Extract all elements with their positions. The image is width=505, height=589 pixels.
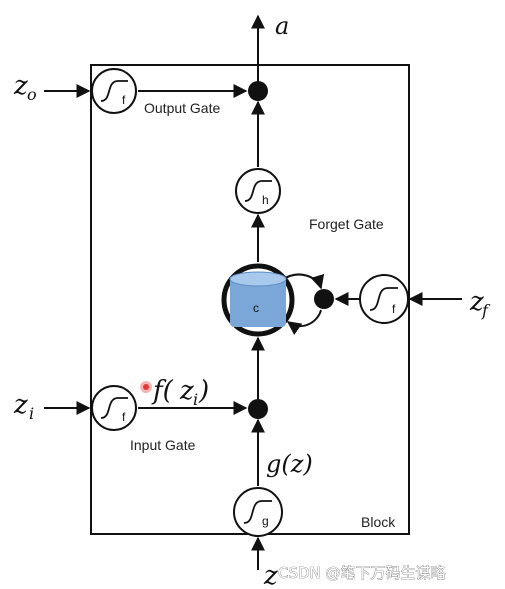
svg-text:z: z [13,390,28,420]
h-unit: h [235,168,281,214]
svg-text:z: z [13,71,28,101]
forget-gate-unit: f [359,274,409,324]
cell-label: c [253,301,259,315]
svg-text:f: f [392,302,396,316]
sigmoid-icon [369,287,398,311]
output-gate-unit: f [91,68,137,114]
sigmoid-icon [100,397,128,419]
f-of-zi-label: f( z i ) [151,376,209,409]
svg-text:f: f [122,93,126,107]
svg-text:z: z [469,287,484,317]
sigmoid-icon [243,500,272,524]
memory-cell: c [221,263,295,337]
cursor-highlight-core [143,384,149,390]
input-gate-unit: f [91,385,137,431]
output-multiplier-dot [248,81,268,101]
block-label: Block [361,514,396,530]
svg-text:f(: f( [151,376,174,406]
svg-text:o: o [27,85,37,104]
forget-mult-to-cell-loop [286,309,322,336]
input-gate-label: Input Gate [130,437,196,453]
output-a-label: a [275,12,289,40]
svg-text:i: i [193,390,198,409]
svg-text:g: g [262,514,269,528]
forget-gate-label: Forget Gate [309,216,384,232]
svg-text:f: f [122,410,126,424]
csdn-watermark: CSDN @笔下万码生谋略 [278,564,446,582]
svg-text:f: f [481,301,491,320]
g-unit: g [233,487,283,537]
svg-text:z: z [179,376,194,406]
input-multiplier-dot [248,399,268,419]
svg-text:): ) [198,376,209,406]
g-of-z-label: g(z) [266,450,313,478]
sigmoid-icon [244,180,272,202]
svg-text:h: h [262,193,269,207]
output-gate-label: Output Gate [144,100,220,116]
sigmoid-icon [100,80,128,102]
input-z-label: z [263,561,278,589]
zf-label: z f [469,287,491,320]
forget-multiplier-dot [314,289,334,309]
zi-label: z i [13,390,34,423]
svg-text:i: i [29,404,34,423]
zo-label: z o [13,71,37,104]
